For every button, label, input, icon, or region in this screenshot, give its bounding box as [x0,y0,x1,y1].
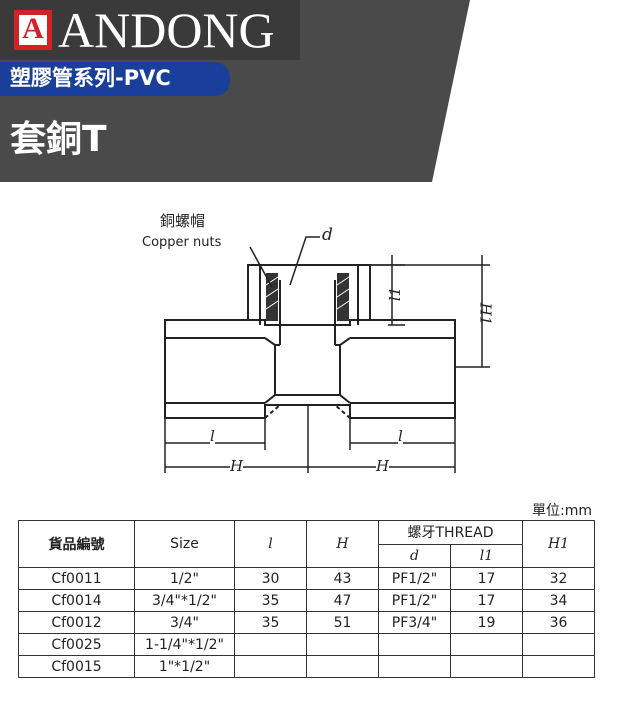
cell-h: 51 [306,611,379,634]
dim-l-left-label: l [210,427,215,445]
tee-technical-drawing: 銅螺帽 Copper nuts d l1 H1 l l H H [130,205,510,490]
cell-code: Cf0025 [18,633,135,656]
dim-l1-label: l1 [386,286,405,302]
brand-name: ANDONG [58,2,275,58]
header-h: H [306,520,379,568]
header-code: 貨品編號 [18,520,135,568]
cell-h1: 36 [522,611,595,634]
cell-size: 1/2" [134,567,235,590]
cell-d [378,633,451,656]
cell-h [306,655,379,678]
header-l1: l1 [450,543,523,568]
header-d: d [378,543,451,568]
header-size: Size [134,520,235,568]
cell-h1: 32 [522,567,595,590]
cell-d: PF1/2" [378,567,451,590]
cell-h1 [522,655,595,678]
cell-h1 [522,633,595,656]
cell-l: 30 [234,567,307,590]
cell-l1 [450,655,523,678]
cell-l: 35 [234,611,307,634]
cell-l: 35 [234,589,307,612]
header-banner: A ANDONG 塑膠管系列-PVC 套銅T [0,0,620,182]
table-row: Cf0025 1-1/4"*1/2" [18,633,595,656]
table-row: Cf0011 1/2" 30 43 PF1/2" 17 32 [18,567,595,590]
cell-size: 1-1/4"*1/2" [134,633,235,656]
logo-letter: A [22,12,44,45]
header-l: l [234,520,307,568]
copper-nut-label-zh: 銅螺帽 [160,212,206,230]
dim-l-right-label: l [398,427,403,445]
unit-label: 單位:mm [532,503,592,519]
cell-d: PF1/2" [378,589,451,612]
cell-code: Cf0015 [18,655,135,678]
cell-code: Cf0012 [18,611,135,634]
cell-h: 47 [306,589,379,612]
cell-code: Cf0011 [18,567,135,590]
cell-l [234,633,307,656]
dim-d-label: d [322,225,333,245]
cell-size: 3/4" [134,611,235,634]
copper-nut-label-en: Copper nuts [142,235,222,250]
cell-size: 3/4"*1/2" [134,589,235,612]
cell-d: PF3/4" [378,611,451,634]
table-row: Cf0012 3/4" 35 51 PF3/4" 19 36 [18,611,595,634]
header-thread: 螺牙THREAD [378,520,523,545]
cell-size: 1"*1/2" [134,655,235,678]
banner-background [0,0,470,182]
dim-h-right-label: H [376,457,390,475]
cell-d [378,655,451,678]
tee-diagram [164,236,490,473]
dim-h-left-label: H [230,457,244,475]
product-title: 套銅T [10,119,107,160]
cell-l1: 17 [450,567,523,590]
table-row: Cf0014 3/4"*1/2" 35 47 PF1/2" 17 34 [18,589,595,612]
dim-h1-label: H1 [476,302,495,326]
spec-table: 貨品編號 Size l H 螺牙THREAD H1 d l1 Cf0011 1/… [18,520,595,678]
cell-code: Cf0014 [18,589,135,612]
cell-l1: 17 [450,589,523,612]
brand-logo: A [14,10,52,50]
cell-h [306,633,379,656]
product-series: 塑膠管系列-PVC [10,66,171,90]
cell-h: 43 [306,567,379,590]
table-row: Cf0015 1"*1/2" [18,655,595,678]
cell-l [234,655,307,678]
cell-l1 [450,633,523,656]
cell-l1: 19 [450,611,523,634]
header-h1: H1 [522,520,595,568]
cell-h1: 34 [522,589,595,612]
